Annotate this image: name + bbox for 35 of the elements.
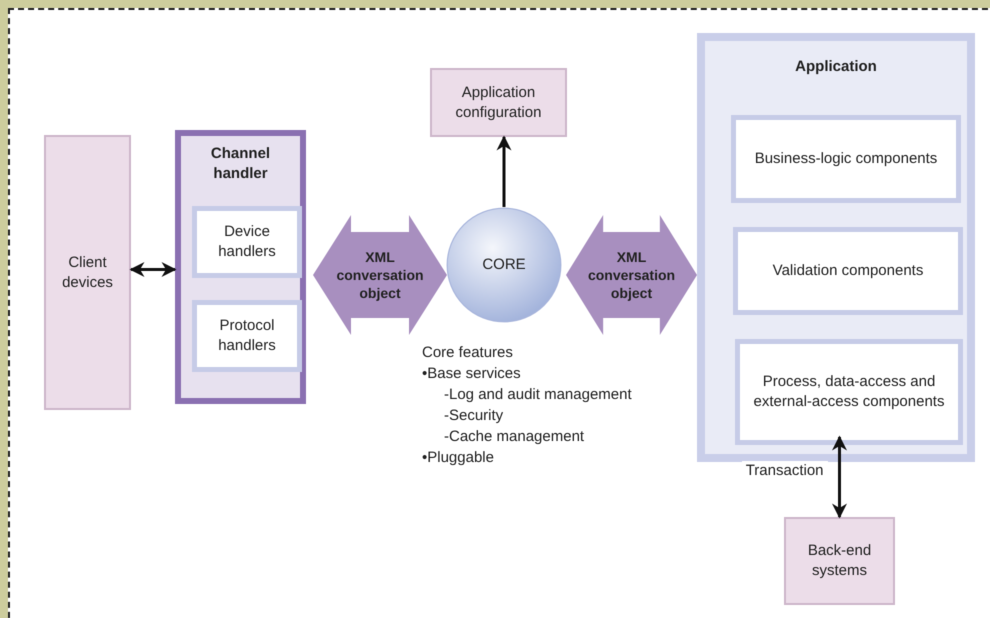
node-label: XML conversation object (586, 248, 676, 302)
component-box (733, 227, 963, 315)
component-box (192, 300, 302, 372)
feature-text: -Security (443, 406, 504, 426)
system-box (430, 68, 567, 137)
feature-text: -Cache management (443, 427, 586, 447)
node-label: Client devices (61, 252, 114, 292)
node-label: Validation components (772, 261, 924, 281)
node-label: XML conversation object (335, 248, 425, 302)
core-circle (446, 207, 562, 323)
arrow (496, 136, 512, 207)
arrow (130, 262, 176, 277)
node-label: Protocol handlers (217, 316, 277, 356)
feature-text: •Base services (422, 364, 522, 384)
component-box (731, 115, 961, 203)
feature-text: •Pluggable (422, 448, 495, 468)
double-arrow-shape (566, 215, 697, 335)
feature-text: -Log and audit management (443, 385, 632, 405)
application-panel (697, 33, 975, 462)
node-label: Process, data-access and external-access components (752, 372, 946, 412)
component-box (735, 339, 963, 445)
panel-heading: Channel handler (210, 144, 272, 184)
feature-text: Core features (422, 343, 514, 363)
node-label: CORE (481, 255, 527, 275)
node-label: Business-logic components (754, 149, 938, 169)
node-label: Back-end systems (806, 541, 872, 581)
channel-handler-panel (175, 130, 306, 404)
panel-heading: Application (794, 57, 878, 77)
double-arrow-shape (313, 215, 447, 335)
component-box (192, 206, 302, 278)
arrow (832, 436, 847, 518)
system-box (784, 517, 895, 605)
node-label: Application configuration (454, 82, 542, 122)
node-label: Device handlers (217, 222, 277, 262)
system-box (44, 135, 131, 410)
